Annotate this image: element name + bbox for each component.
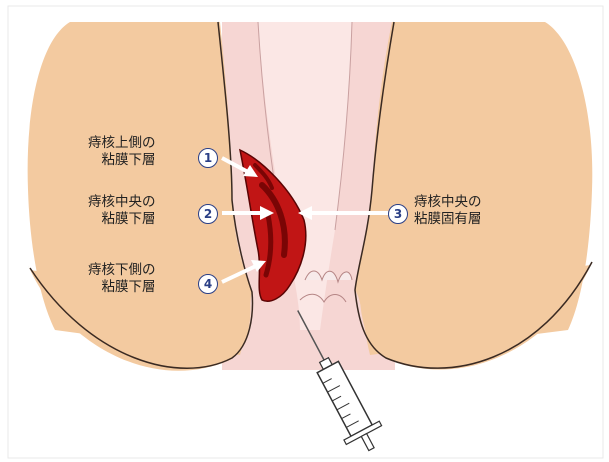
number-badge-2: 2 — [198, 204, 218, 224]
label-2: 痔核中央の 粘膜下層 — [88, 194, 156, 228]
label-2-line1: 痔核中央の — [88, 194, 156, 211]
label-1-line1: 痔核上側の — [88, 135, 156, 152]
label-3-line1: 痔核中央の — [414, 194, 482, 211]
label-3: 痔核中央の 粘膜固有層 — [414, 194, 482, 228]
label-4-line1: 痔核下側の — [88, 262, 156, 279]
label-3-line2: 粘膜固有層 — [414, 211, 482, 228]
label-1-line2: 粘膜下層 — [88, 152, 156, 169]
label-4: 痔核下側の 粘膜下層 — [88, 262, 156, 296]
label-2-line2: 粘膜下層 — [88, 211, 156, 228]
label-1: 痔核上側の 粘膜下層 — [88, 135, 156, 169]
label-4-line2: 粘膜下層 — [88, 279, 156, 296]
number-badge-3: 3 — [388, 204, 408, 224]
number-badge-1: 1 — [198, 148, 218, 168]
number-badge-4: 4 — [198, 274, 218, 294]
